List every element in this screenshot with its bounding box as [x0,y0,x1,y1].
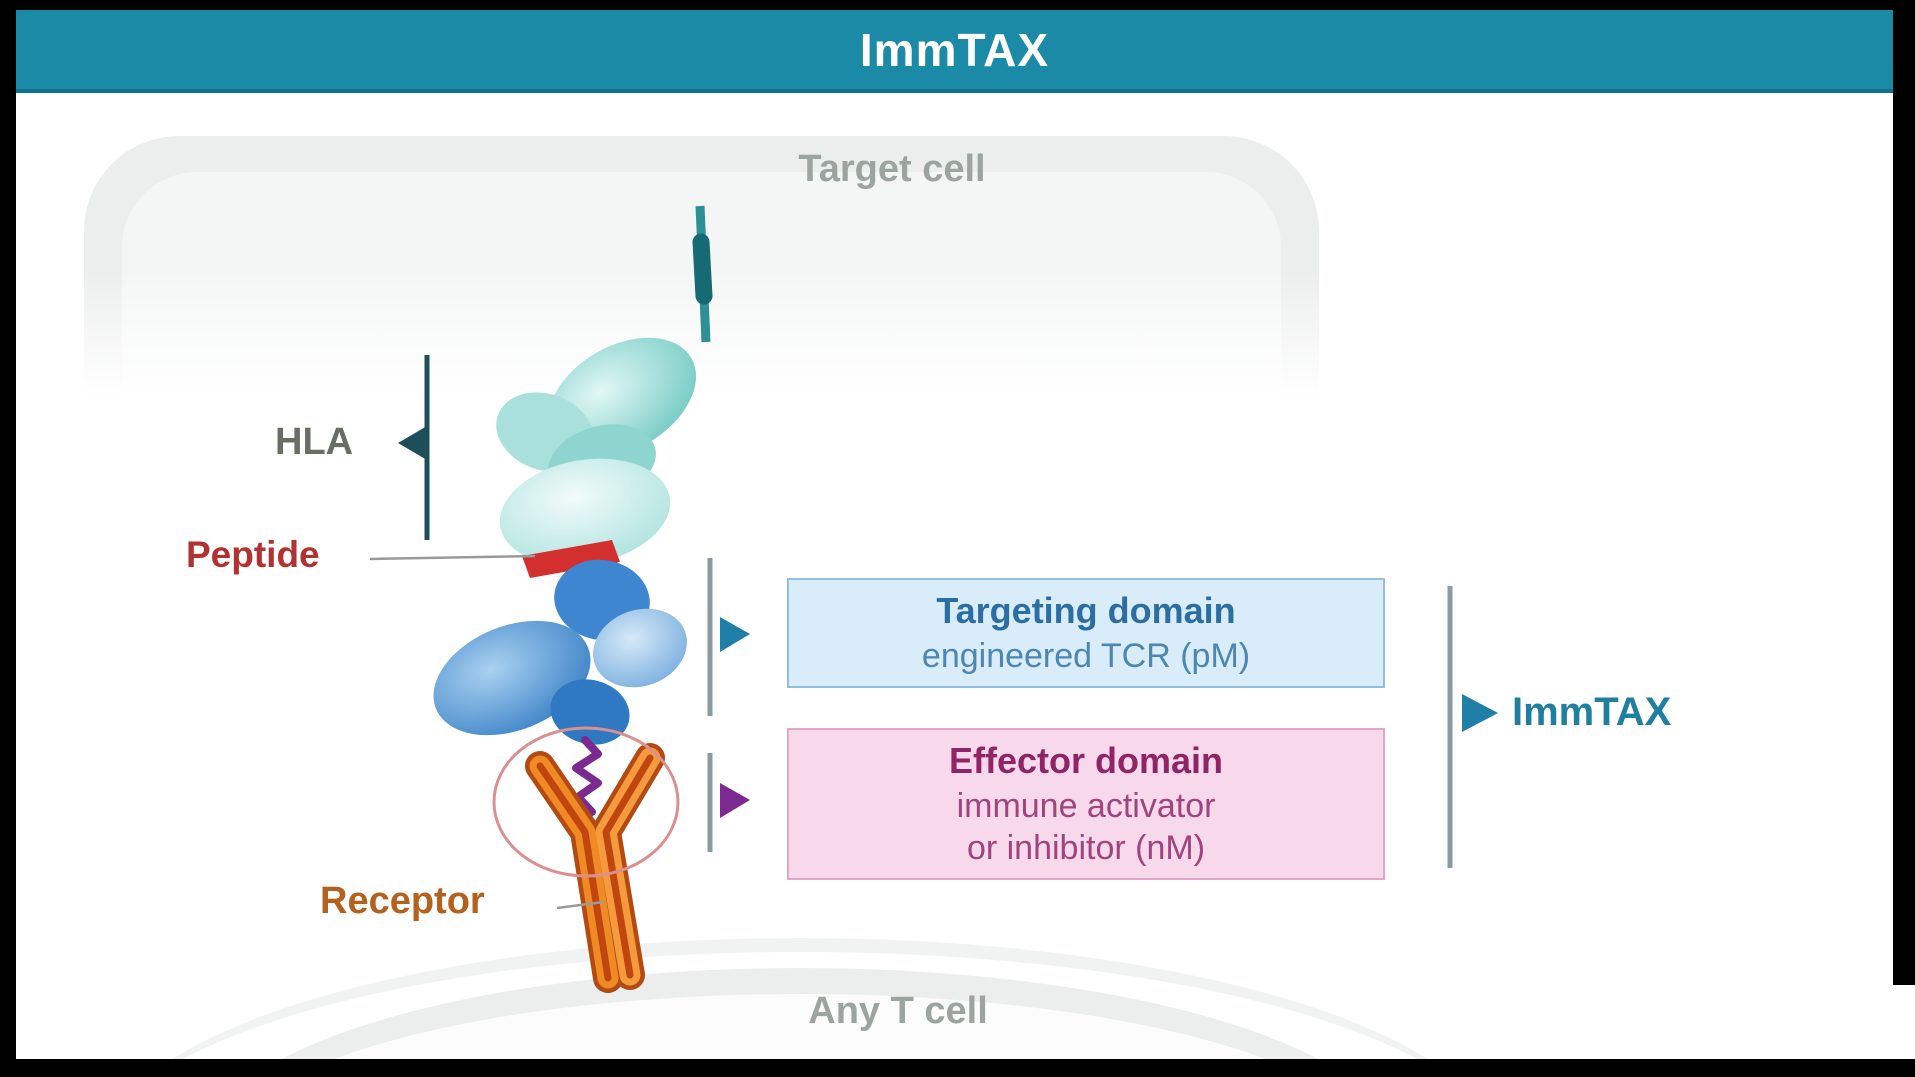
header-bar: ImmTAX [16,10,1893,93]
peptide-segment [522,540,620,578]
targeting-domain-box: Targeting domain engineered TCR (pM) [787,578,1385,688]
targeting-domain-title: Targeting domain [936,590,1236,632]
page-title: ImmTAX [859,23,1050,76]
frame-left [0,0,16,1077]
target-cell-label: Target cell [798,148,986,190]
targeting-arrow-icon [720,617,750,652]
receptor-label: Receptor [320,880,485,922]
immtax-side-label: ImmTAX [1512,690,1672,734]
effector-domain-box: Effector domain immune activator or inhi… [787,728,1385,880]
targeting-bracket [707,558,750,716]
receptor-pointer-line [556,900,605,910]
hla-label: HLA [275,421,354,463]
any-t-cell-label: Any T cell [808,990,988,1032]
linker-zigzag [572,736,602,816]
frame-top [0,0,1915,10]
interaction-circle [492,726,680,878]
peptide-label: Peptide [186,534,320,575]
effector-arrow-icon [720,783,750,818]
peptide-pointer-line [369,554,536,561]
effector-bracket [707,753,750,852]
tcr-targeting-domain [433,559,687,745]
frame-right [1893,0,1915,985]
effector-domain-subtitle-1: immune activator [956,786,1216,825]
frame-bottom [0,1059,1915,1077]
effector-domain-title: Effector domain [948,740,1224,782]
immtax-bracket [1447,586,1498,868]
immtax-arrow-icon [1462,694,1498,732]
target-cell-membrane-fade [20,268,1350,478]
targeting-domain-subtitle: engineered TCR (pM) [921,637,1251,676]
effector-domain-subtitle-2: or inhibitor (nM) [966,829,1206,868]
